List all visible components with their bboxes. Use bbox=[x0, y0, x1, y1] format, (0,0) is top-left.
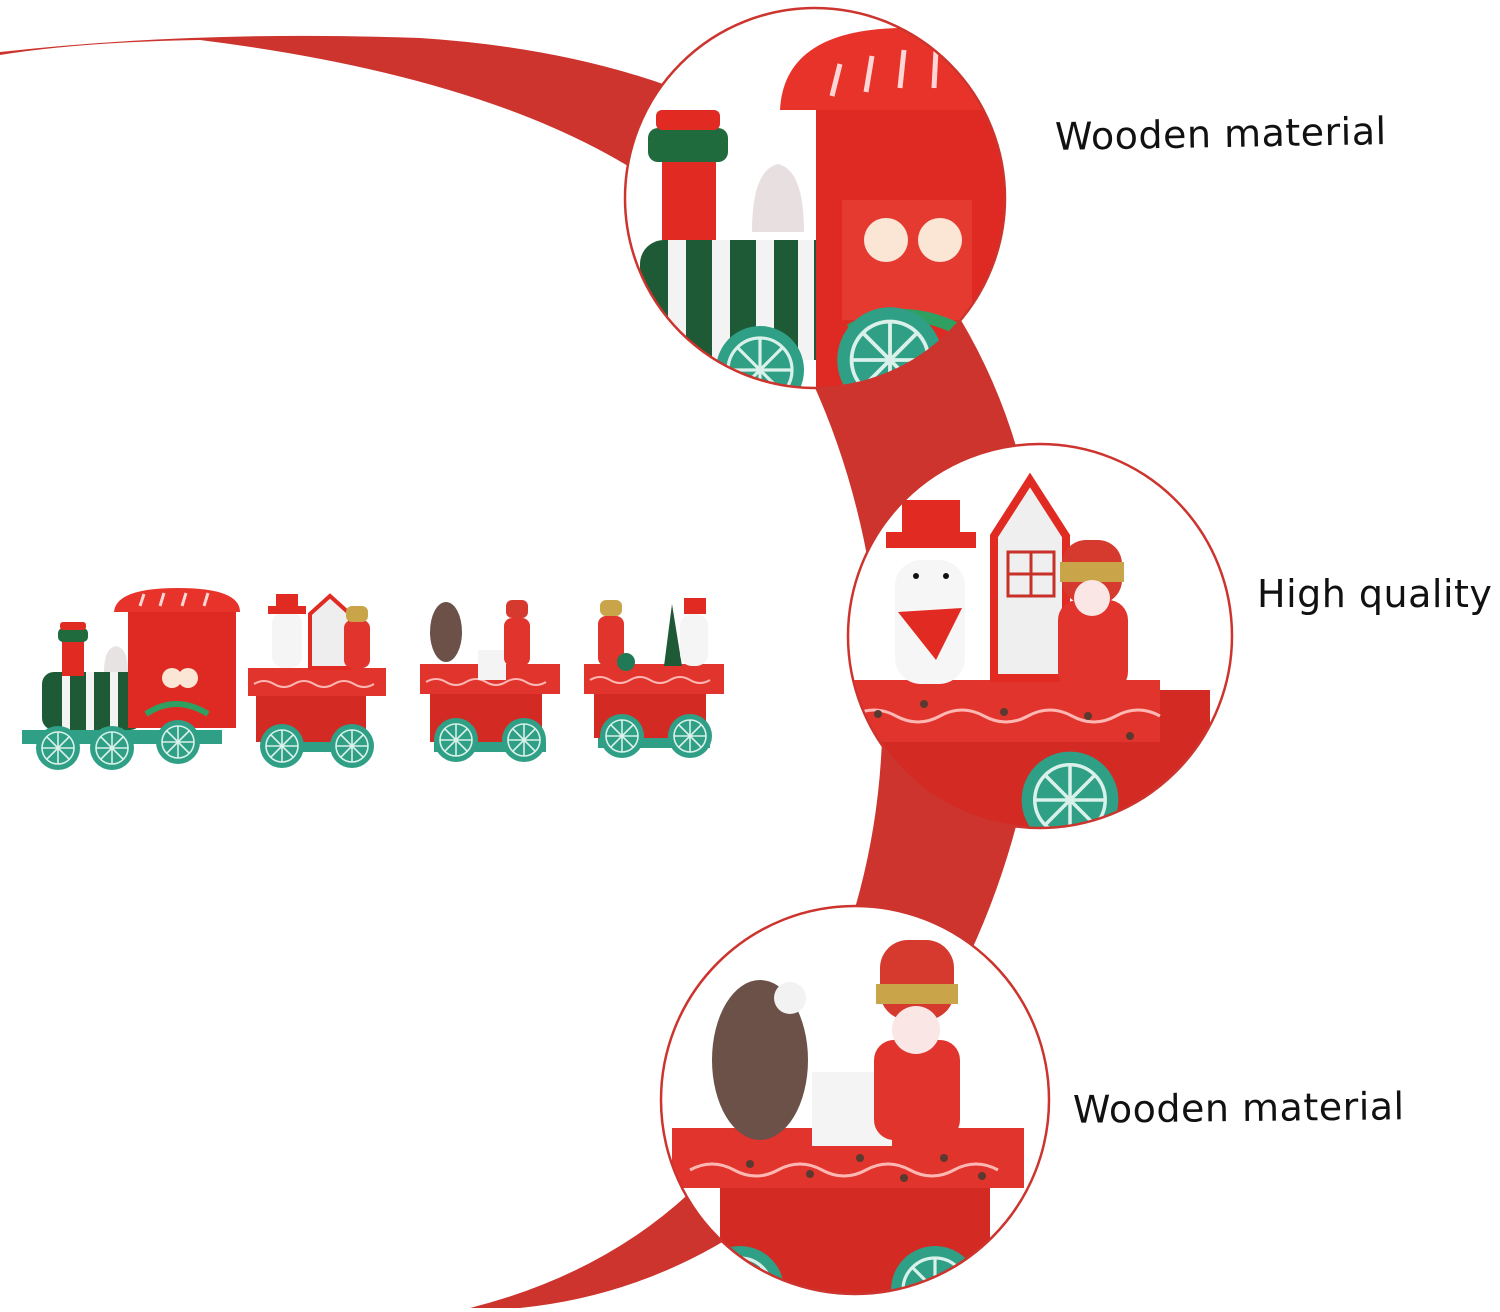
detail-circle-snowman-car bbox=[846, 442, 1234, 830]
train-car-bear bbox=[420, 600, 560, 763]
locomotive bbox=[22, 588, 240, 771]
feature-label-high-quality: High quality bbox=[1257, 572, 1493, 616]
train-car-tree bbox=[584, 598, 724, 759]
train-car-snowman bbox=[248, 593, 386, 769]
feature-label-wooden-material: Wooden material bbox=[1054, 109, 1387, 159]
detail-circle-bear-car bbox=[659, 904, 1051, 1296]
feature-label-wooden-material-2: Wooden material bbox=[1072, 1084, 1405, 1132]
train-full-view bbox=[22, 588, 724, 771]
